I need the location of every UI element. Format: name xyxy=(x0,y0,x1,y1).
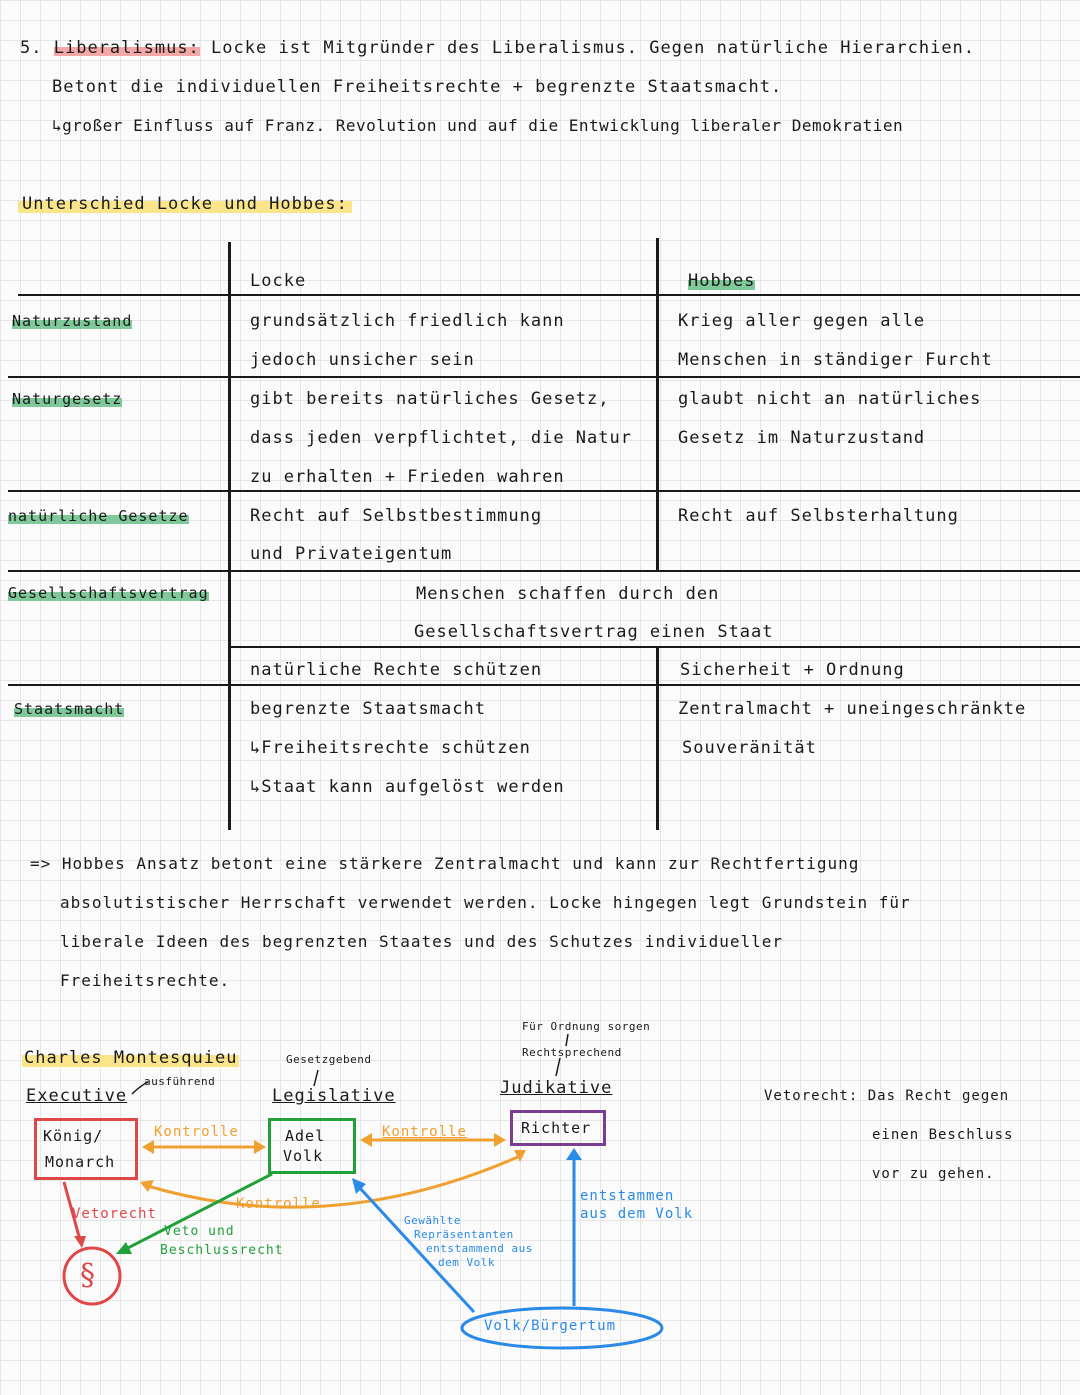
label-executive: Executive xyxy=(26,1086,128,1106)
conclusion-line4: Freiheitsrechte. xyxy=(60,971,231,990)
section-line1: Locke ist Mitgründer des Liberalismus. G… xyxy=(211,38,976,58)
row5-locke-line2: ↳Freiheitsrechte schützen xyxy=(250,738,531,758)
row1-hobbes-line1: Krieg aller gegen alle xyxy=(678,311,926,331)
kontrolle-label-2: Kontrolle xyxy=(382,1124,467,1140)
kontrolle-label-3: Kontrolle xyxy=(236,1196,321,1212)
row2-locke-line2: dass jeden verpflichtet, die Natur xyxy=(250,428,632,448)
table-hline-header xyxy=(18,294,1080,296)
row-label-naturgesetz: Naturgesetz xyxy=(12,390,123,408)
row2-hobbes-line1: glaubt nicht an natürliches xyxy=(678,389,982,409)
table-vline-mid-bottom xyxy=(656,648,659,830)
row5-hobbes-line1: Zentralmacht + uneingeschränkte xyxy=(678,699,1027,719)
row2-locke-line3: zu erhalten + Frieden wahren xyxy=(250,467,565,487)
row3-locke-line2: und Privateigentum xyxy=(250,544,453,564)
col-header-hobbes: Hobbes xyxy=(688,271,756,291)
table-hline-3 xyxy=(8,570,1080,572)
kontrolle-label-1: Kontrolle xyxy=(154,1124,239,1140)
label-judikative: Judikative xyxy=(500,1078,613,1098)
row-label-natuerliche-gesetze: natürliche Gesetze xyxy=(8,507,189,525)
comparison-heading: Unterschied Locke und Hobbes: xyxy=(18,194,352,214)
row-label-staatsmacht: Staatsmacht xyxy=(14,700,125,718)
col-header-locke: Locke xyxy=(250,271,307,291)
table-hline-2 xyxy=(8,490,1080,492)
table-vline-left xyxy=(228,242,231,830)
section-line3: ↳großer Einfluss auf Franz. Revolution u… xyxy=(52,116,904,135)
veto-beschluss-line2: Beschlussrecht xyxy=(160,1243,284,1258)
judikative-note2: Rechtsprechend xyxy=(522,1046,622,1059)
table-hline-4 xyxy=(228,646,1080,648)
box-king: König/ Monarch xyxy=(34,1118,138,1180)
section-line2: Betont die individuellen Freiheitsrechte… xyxy=(52,77,783,97)
gewaehlte-line1: Gewählte xyxy=(404,1214,461,1227)
veto-beschluss-line1: Veto und xyxy=(164,1224,235,1239)
section-number: 5. xyxy=(20,38,43,58)
executive-note: ausführend xyxy=(144,1075,216,1088)
conclusion-line2: absolutistischer Herrschaft verwendet we… xyxy=(60,893,911,912)
vetorecht-def-line2: einen Beschluss xyxy=(872,1127,1014,1143)
row1-locke-line2: jedoch unsicher sein xyxy=(250,350,475,370)
row3-locke-line1: Recht auf Selbstbestimmung xyxy=(250,506,543,526)
row1-hobbes-line2: Menschen in ständiger Furcht xyxy=(678,350,993,370)
section-5-heading: 5. Liberalismus: Locke ist Mitgründer de… xyxy=(20,38,975,58)
vetorecht-def-line1: Vetorecht: Das Recht gegen xyxy=(764,1088,1010,1104)
row5-hobbes-line2: Souveränität xyxy=(682,738,817,758)
box-richter: Richter xyxy=(510,1110,606,1146)
gewaehlte-line4: dem Volk xyxy=(438,1256,495,1269)
row3-hobbes-line1: Recht auf Selbsterhaltung xyxy=(678,506,959,526)
entstammen-line1: entstammen xyxy=(580,1188,675,1204)
legislative-note: Gesetzgebend xyxy=(286,1053,372,1066)
volk-buergertum-label: Volk/Bürgertum xyxy=(484,1318,617,1334)
box-adel-volk: Adel Volk xyxy=(268,1118,356,1174)
table-vline-mid-top xyxy=(656,238,659,570)
row4-merged-line2: Gesellschaftsvertrag einen Staat xyxy=(414,622,774,642)
section-title: Liberalismus: xyxy=(53,38,200,58)
row2-locke-line1: gibt bereits natürliches Gesetz, xyxy=(250,389,610,409)
row4-hobbes-line1: Sicherheit + Ordnung xyxy=(680,660,905,680)
judikative-note1: Für Ordnung sorgen xyxy=(522,1020,651,1033)
conclusion-line1: => Hobbes Ansatz betont eine stärkere Ze… xyxy=(30,854,860,873)
vetorecht-label: Vetorecht xyxy=(72,1206,157,1222)
row4-merged-line1: Menschen schaffen durch den xyxy=(416,584,720,604)
vetorecht-def-line3: vor zu gehen. xyxy=(872,1166,995,1182)
gewaehlte-line3: entstammend aus xyxy=(426,1242,533,1255)
row5-locke-line1: begrenzte Staatsmacht xyxy=(250,699,486,719)
row-label-naturzustand: Naturzustand xyxy=(12,312,133,330)
paragraph-icon: § xyxy=(80,1258,95,1293)
row1-locke-line1: grundsätzlich friedlich kann xyxy=(250,311,565,331)
row-label-gesellschaftsvertrag: Gesellschaftsvertrag xyxy=(8,584,209,602)
table-hline-5 xyxy=(8,684,1080,686)
row2-hobbes-line2: Gesetz im Naturzustand xyxy=(678,428,926,448)
table-hline-1 xyxy=(8,376,1080,378)
gewaehlte-line2: Repräsentanten xyxy=(414,1228,514,1241)
montesquieu-title: Charles Montesquieu xyxy=(22,1048,240,1068)
row5-locke-line3: ↳Staat kann aufgelöst werden xyxy=(250,777,565,797)
row4-locke-line1: natürliche Rechte schützen xyxy=(250,660,543,680)
entstammen-line2: aus dem Volk xyxy=(580,1206,694,1222)
label-legislative: Legislative xyxy=(272,1086,396,1106)
conclusion-line3: liberale Ideen des begrenzten Staates un… xyxy=(60,932,784,951)
